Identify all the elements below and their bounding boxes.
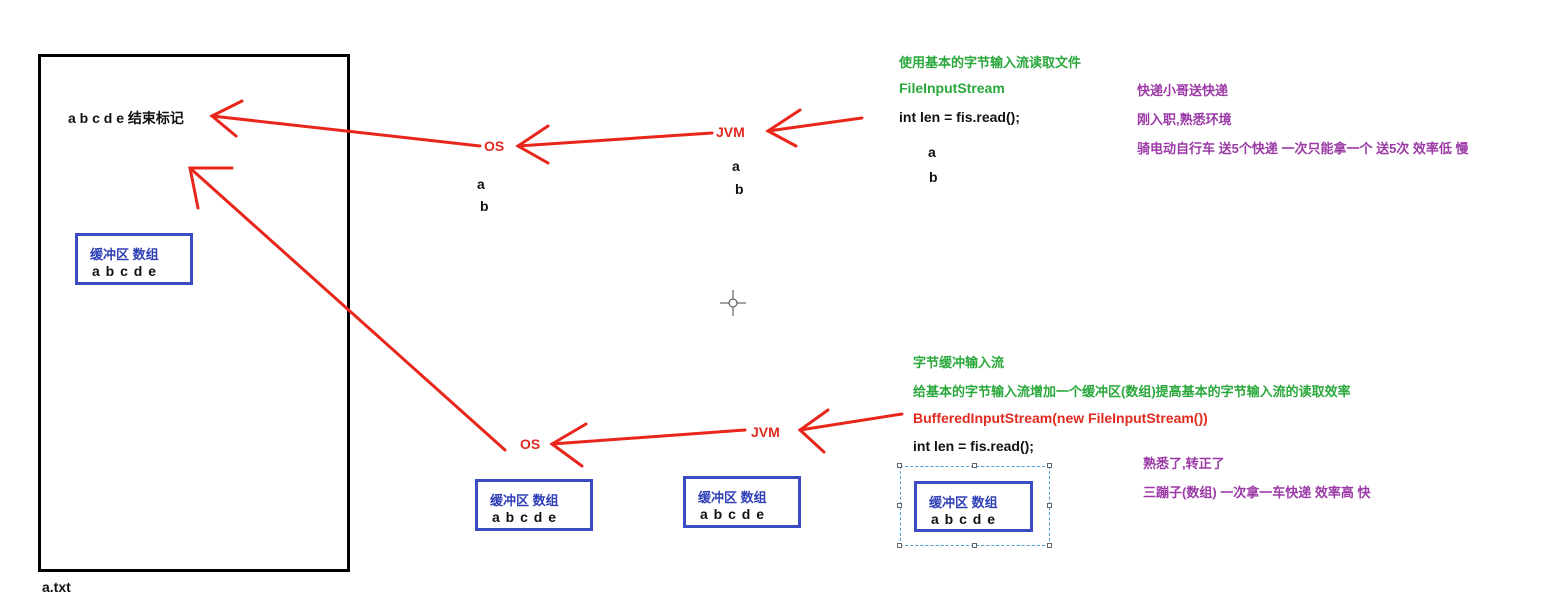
arrowhead-jvm-to-os-bottom bbox=[549, 422, 588, 468]
bottom-code-title: 字节缓冲输入流 bbox=[913, 355, 1005, 370]
arrow-jvm-to-os-top bbox=[516, 131, 714, 148]
arrowhead-code-to-jvm-bottom bbox=[797, 408, 830, 454]
arrow-jvm-to-os-bottom bbox=[550, 428, 747, 446]
bottom-code-read-line: int len = fis.read(); bbox=[913, 438, 1034, 454]
os-char-b-top: b bbox=[480, 198, 489, 214]
buffer-title: 缓冲区 数组 bbox=[698, 490, 767, 505]
top-code-char-b: b bbox=[929, 169, 938, 185]
bottom-code-description: 给基本的字节输入流增加一个缓冲区(数组)提高基本的字节输入流的读取效率 bbox=[913, 384, 1351, 399]
buffer-content: a b c d e bbox=[700, 506, 766, 522]
jvm-buffer-box: 缓冲区 数组 a b c d e bbox=[683, 476, 801, 528]
file-buffer-box: 缓冲区 数组 a b c d e bbox=[75, 233, 193, 285]
resize-handle[interactable] bbox=[897, 543, 902, 548]
arrowhead-os-to-file-bottom bbox=[188, 166, 234, 210]
arrow-code-to-jvm-bottom bbox=[798, 412, 904, 432]
top-note-1: 快递小哥送快递 bbox=[1137, 83, 1229, 98]
file-content: a b c d e 结束标记 bbox=[68, 110, 184, 126]
os-label-bottom: OS bbox=[520, 436, 541, 452]
resize-handle[interactable] bbox=[897, 463, 902, 468]
top-note-2: 刚入职,熟悉环境 bbox=[1137, 112, 1232, 127]
jvm-char-b-top: b bbox=[735, 181, 744, 197]
arrowhead-code-to-jvm-top bbox=[765, 108, 802, 148]
bottom-note-1: 熟悉了,转正了 bbox=[1143, 456, 1225, 471]
jvm-char-a-top: a bbox=[732, 158, 740, 174]
os-label-top: OS bbox=[484, 138, 505, 154]
bottom-note-2: 三蹦子(数组) 一次拿一车快递 效率高 快 bbox=[1143, 485, 1371, 500]
resize-handle[interactable] bbox=[972, 543, 977, 548]
arrow-code-to-jvm-top bbox=[766, 116, 864, 133]
buffer-title: 缓冲区 数组 bbox=[490, 493, 559, 508]
top-code-title: 使用基本的字节输入流读取文件 bbox=[899, 55, 1082, 70]
resize-handle[interactable] bbox=[897, 503, 902, 508]
buffer-content: a b c d e bbox=[492, 509, 558, 525]
buffer-content: a b c d e bbox=[931, 511, 997, 527]
arrow-os-to-file-bottom bbox=[188, 166, 507, 452]
top-code-char-a: a bbox=[928, 144, 936, 160]
resize-handle[interactable] bbox=[1047, 503, 1052, 508]
resize-handle[interactable] bbox=[972, 463, 977, 468]
buffer-title: 缓冲区 数组 bbox=[929, 495, 998, 510]
crosshair-cursor-icon bbox=[720, 290, 746, 316]
arrowhead-jvm-to-os-top bbox=[515, 124, 550, 165]
jvm-label-bottom: JVM bbox=[751, 424, 780, 440]
top-code-class-name: FileInputStream bbox=[899, 80, 1005, 96]
top-code-read-line: int len = fis.read(); bbox=[899, 109, 1020, 125]
resize-handle[interactable] bbox=[1047, 543, 1052, 548]
code-buffer-box[interactable]: 缓冲区 数组 a b c d e bbox=[914, 481, 1033, 532]
buffer-content: a b c d e bbox=[92, 263, 158, 279]
jvm-label-top: JVM bbox=[716, 124, 745, 140]
os-buffer-box: 缓冲区 数组 a b c d e bbox=[475, 479, 593, 531]
file-name-label: a.txt bbox=[42, 579, 71, 595]
file-rectangle bbox=[38, 54, 350, 572]
resize-handle[interactable] bbox=[1047, 463, 1052, 468]
arrowhead-os-to-file-top bbox=[209, 99, 244, 138]
arrow-os-to-file-top bbox=[210, 114, 482, 148]
bottom-code-class-name: BufferedInputStream(new FileInputStream(… bbox=[913, 410, 1208, 426]
os-char-a-top: a bbox=[477, 176, 485, 192]
buffer-title: 缓冲区 数组 bbox=[90, 247, 159, 262]
top-note-3: 骑电动自行车 送5个快递 一次只能拿一个 送5次 效率低 慢 bbox=[1137, 141, 1469, 156]
